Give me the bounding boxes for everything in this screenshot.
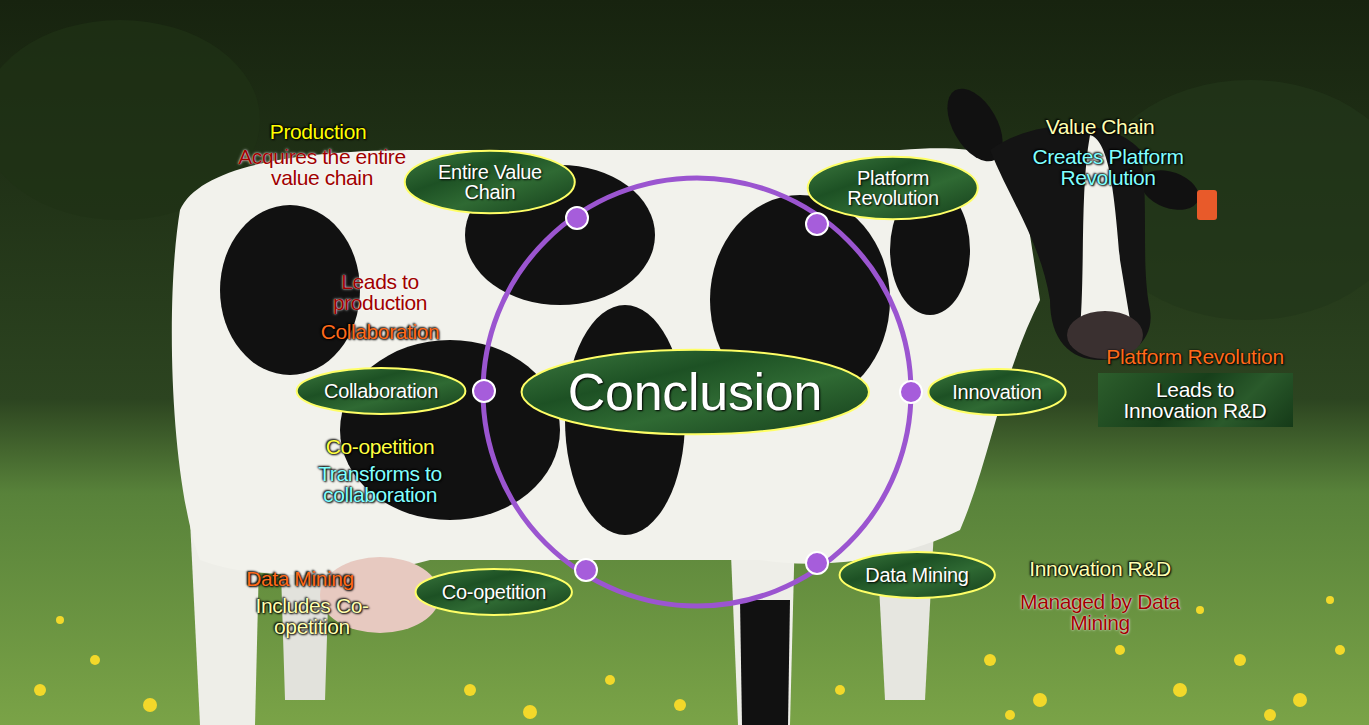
node-label: Collaboration (324, 381, 438, 401)
annotation-text: Managed by Data Mining (1020, 591, 1180, 633)
topic-ellipse: Entire Value Chain (403, 148, 577, 216)
box-heading: Platform Revolution (1106, 346, 1284, 367)
node-label: Conclusion (568, 366, 822, 418)
ellipse-outline (416, 569, 572, 615)
topic-ellipse: Collaboration (295, 366, 467, 416)
annotation-text: Collaboration (290, 321, 470, 342)
note-box: Platform RevolutionLeads to Innovation R… (1098, 373, 1293, 427)
node-label: Innovation (952, 382, 1041, 402)
annotation-text: Creates Platform Revolution (1018, 146, 1198, 188)
ellipse-outline (839, 552, 994, 598)
cow-head (936, 79, 1217, 360)
box-body: Leads to Innovation R&D (1108, 379, 1283, 421)
annotation-text: Acquires the entire value chain (225, 146, 420, 188)
topic-ellipse: Platform Revolution (806, 154, 980, 222)
ellipse-outline (808, 157, 978, 220)
annotation-text: Innovation R&D (1010, 558, 1190, 579)
cow-patches (220, 165, 970, 535)
annotation-text: Leads to production (315, 271, 445, 313)
topic-ellipse: Innovation (927, 367, 1067, 417)
cycle-ring (473, 178, 922, 606)
node-label: Platform Revolution (836, 168, 951, 208)
topic-ellipse: Data Mining (838, 550, 996, 600)
annotation-text: Value Chain (1000, 116, 1200, 137)
ellipse-outline (928, 369, 1065, 415)
ellipse-outline (405, 151, 575, 214)
node-label: Entire Value Chain (433, 162, 548, 202)
topic-ellipse: Conclusion (518, 346, 873, 438)
annotation-text: Includes Co-opetition (237, 595, 387, 637)
ellipse-outline (297, 368, 466, 414)
annotation-text: Data Mining (220, 568, 380, 589)
annotation-text: Co-opetition (290, 436, 470, 457)
annotation-text: Production (218, 121, 418, 142)
ellipse-outline (521, 350, 868, 435)
topic-ellipse: Co-opetition (414, 567, 574, 617)
node-label: Co-opetition (442, 582, 546, 602)
annotation-text: Transforms to collaboration (300, 463, 460, 505)
node-label: Data Mining (865, 565, 968, 585)
